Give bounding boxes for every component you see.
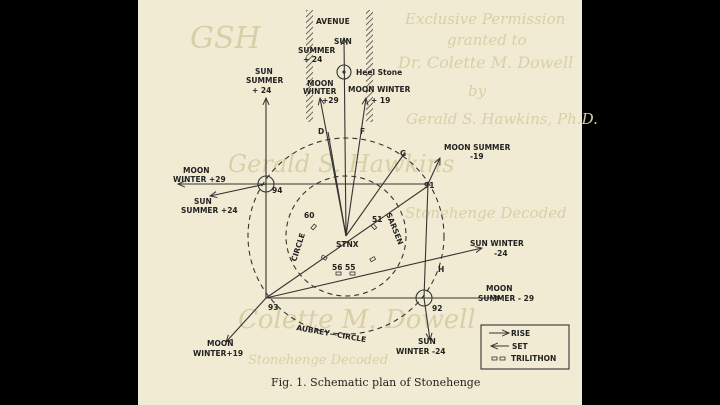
stone-60-label: 60 [304, 211, 314, 220]
moon-summer-lower-1: MOON [486, 284, 513, 293]
stone-56-55-label: 56 55 [332, 263, 356, 272]
moon-summer-right-2: -19 [470, 152, 484, 161]
moon-winter-29-value: +29 [322, 96, 339, 105]
station-92-label: 92 [432, 304, 442, 313]
watermark-permission-3: Dr. Colette M. Dowell [397, 53, 573, 72]
moon-winter-left-1: MOON [183, 166, 210, 175]
trilithon-56 [335, 271, 342, 276]
avenue-label: AVENUE [316, 17, 350, 26]
sarsen-word-label: SARSEN [384, 211, 405, 246]
sun-summer-left-2: SUMMER [246, 76, 284, 85]
avenue-right-wall [366, 10, 373, 122]
station-94-label: 94 [272, 186, 282, 195]
line-93-to-91 [265, 185, 429, 299]
trilithon-left-lower [320, 254, 328, 261]
summer-top-value: + 24 [303, 55, 322, 64]
watermark-gsh: GSH [190, 21, 262, 56]
legend-rise-label: RISE [511, 329, 530, 338]
sun-winter-bottom-2: WINTER -24 [396, 347, 446, 356]
moon-winter-bottom-1: MOON [207, 339, 234, 348]
sun-summer-left-1: SUN [255, 67, 273, 76]
legend-trilithon-box-2 [499, 356, 506, 361]
heel-stone-label: Heel Stone [356, 68, 402, 77]
line-to-d [327, 131, 347, 237]
watermark-permission-5: Gerald S. Hawkins, Ph.D. [406, 110, 598, 128]
station-93-label: 93 [268, 303, 278, 312]
watermark-decoded-bottom: Stonehenge Decoded [248, 353, 388, 368]
moon-summer-right-1: MOON SUMMER [444, 143, 511, 152]
marker-h: H [438, 265, 444, 274]
station-91-label: 91 [424, 181, 434, 190]
stone-51-label: 51 [372, 215, 382, 224]
marker-d: D [318, 127, 324, 136]
line-moon-winter-19 [345, 98, 366, 237]
trilithon-51 [370, 223, 378, 231]
marker-f: F [360, 127, 365, 136]
paper-page [138, 0, 582, 405]
figure-caption: Fig. 1. Schematic plan of Stonehenge [271, 376, 480, 389]
trilithon-55 [349, 271, 356, 276]
line-94-sun-summer-set [210, 183, 267, 196]
sun-winter-right-2: -24 [494, 249, 508, 258]
sarsen-circle [285, 175, 407, 297]
line-92-sun-winter [423, 297, 430, 340]
line-to-g [345, 153, 405, 237]
moon-winter-bottom-2: WINTER+19 [193, 349, 243, 358]
trilithon-60 [310, 223, 318, 231]
aubrey-circle [247, 137, 445, 335]
moon-summer-lower-2: SUMMER - 29 [478, 294, 534, 303]
sun-winter-right-1: SUN WINTER [470, 239, 524, 248]
line-91-moon-summer [427, 158, 440, 185]
moon-winter-left-2: WINTER +29 [173, 175, 226, 184]
moon-winter-29-label-2: WINTER [303, 87, 337, 96]
avenue-left-wall [306, 10, 313, 122]
sun-summer-lower-2: SUMMER +24 [181, 206, 238, 215]
moon-winter-29-label-1: MOON [307, 79, 334, 88]
watermark-hawkins: Gerald S. Hawkins [228, 150, 454, 178]
line-93-sun-winter [265, 248, 482, 299]
circle-word-label: CIRCLE [289, 232, 307, 263]
watermark-permission-1: Exclusive Permission [404, 10, 565, 28]
marker-g: G [400, 149, 406, 158]
legend-set-label: SET [512, 342, 529, 351]
moon-winter-19-label: MOON WINTER [348, 85, 411, 94]
line-sun-summer-rise [344, 38, 346, 237]
watermark-dowell-bottom: Colette M. Dowell [238, 305, 476, 335]
watermark-permission-2: granted to [447, 31, 527, 49]
legend-trilithon-label: TRILITHON [511, 354, 556, 363]
summer-top-label: SUMMER [298, 46, 336, 55]
stnx-label: STNX [336, 240, 359, 249]
legend-trilithon-box-1 [491, 356, 498, 361]
sun-summer-left-3: + 24 [252, 86, 271, 95]
sun-top-label: SUN [334, 37, 352, 46]
moon-winter-19-value: + 19 [371, 96, 390, 105]
watermark-permission-4: by [468, 82, 487, 100]
sun-summer-lower-1: SUN [194, 197, 212, 206]
line-93-moon-winter [226, 297, 267, 342]
legend-box [480, 324, 570, 370]
legend: RISE SET TRILITHON [480, 324, 570, 370]
trilithon-right-lower [369, 256, 377, 263]
sun-winter-bottom-1: SUN [418, 337, 436, 346]
watermark-decoded-right: Stonehenge Decoded [405, 204, 567, 222]
